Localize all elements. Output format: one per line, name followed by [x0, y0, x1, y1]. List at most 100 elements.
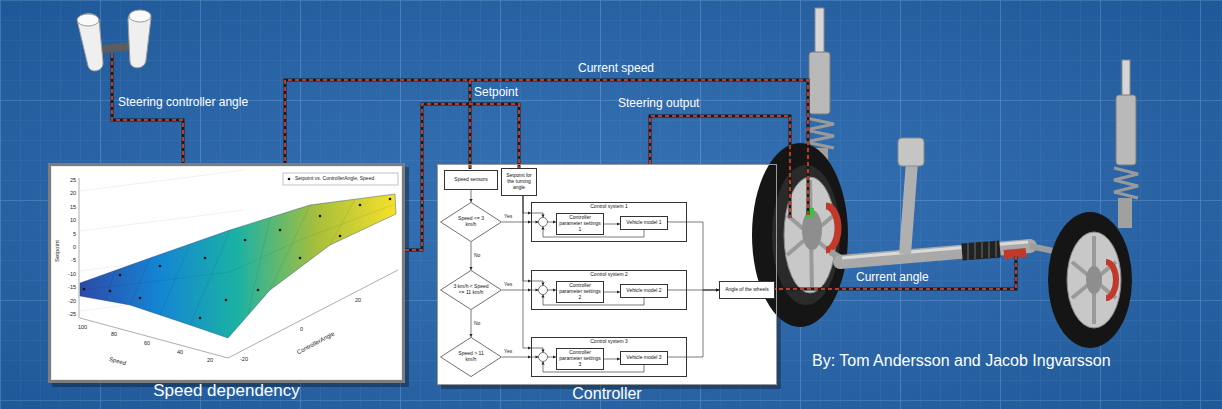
flow-arrow — [502, 288, 531, 291]
box-label: Speed sensors — [454, 177, 487, 183]
subsystem-box: Control system 1Controller parameter set… — [531, 202, 687, 242]
box-label: Setpoint for the turning angle — [504, 173, 534, 190]
flow-line — [523, 196, 531, 281]
data-points — [225, 299, 228, 302]
flow-arrow — [502, 220, 531, 223]
data-points — [109, 290, 112, 293]
process-box: Setpoint for the turning angle — [501, 168, 537, 196]
tick-label: 80 — [111, 331, 117, 337]
flow-line — [502, 290, 531, 291]
tick-label: -5 — [62, 257, 76, 263]
signal-line — [668, 222, 687, 223]
signal-line — [668, 290, 687, 291]
wire-label: Current speed — [578, 62, 654, 76]
wire-label: Steering controller angle — [118, 96, 248, 110]
decision-label: Speed > 11 km/h — [453, 351, 489, 363]
axis-title: Setpoint — [54, 240, 61, 262]
plot-legend-box — [288, 178, 291, 181]
surface-plot — [80, 194, 396, 338]
plot-panel: Speed dependency — [48, 163, 405, 383]
plot-panel-fill — [52, 167, 401, 379]
tick-label: -25 — [62, 311, 76, 317]
data-points — [83, 198, 392, 320]
data-points — [204, 257, 207, 260]
suspension-illustration — [1116, 95, 1136, 165]
steering-controller-illustration — [77, 14, 99, 26]
signal-wire — [285, 80, 808, 215]
surface-plot — [80, 204, 395, 290]
surface-plot — [80, 194, 396, 338]
diamond-outline — [441, 270, 502, 309]
process-box: Vehicle model 1 — [620, 216, 668, 230]
tick-label: 5 — [62, 231, 76, 237]
decision-label: 3 km/h < Speed <= 11 km/h — [453, 284, 489, 296]
suspension-illustration — [1048, 212, 1132, 348]
sum-junction — [539, 286, 548, 295]
flow-line — [502, 357, 531, 358]
steering-controller-illustration — [78, 14, 103, 71]
arrowhead — [541, 215, 544, 218]
flow-line — [502, 222, 531, 223]
tick-label: 20 — [207, 357, 213, 363]
flow-arrow — [502, 355, 531, 358]
flow-line — [471, 242, 472, 270]
box-label: Controller parameter settings 2 — [559, 283, 601, 300]
decision-diamond: 3 km/h < Speed <= 11 km/h — [440, 270, 502, 310]
process-box: Vehicle model 3 — [620, 351, 668, 365]
arrowhead — [469, 267, 472, 270]
surface-plot — [105, 199, 355, 325]
output-box: Angle of the wheels — [719, 281, 775, 299]
suspension-illustration — [840, 246, 1030, 262]
tick-label: 20 — [62, 190, 76, 196]
tick-label: -20 — [240, 356, 248, 362]
box-label: Vehicle model 1 — [626, 220, 661, 226]
controller-panel-fill — [437, 164, 777, 385]
arrowhead — [536, 355, 539, 358]
box-label: Vehicle model 2 — [626, 288, 661, 294]
suspension-illustration — [752, 143, 848, 327]
suspension-illustration — [787, 180, 834, 290]
signal-line — [531, 348, 545, 353]
flow-arrow — [604, 290, 620, 293]
arrowhead — [541, 350, 544, 353]
signal-line — [531, 281, 545, 286]
plot-panel-fill — [48, 163, 405, 383]
steering-controller-illustration — [128, 11, 151, 68]
data-points — [299, 257, 302, 260]
edge-label: No — [474, 321, 480, 327]
flow-line — [471, 310, 472, 337]
flow-arrow — [604, 222, 620, 225]
tick-label: 100 — [78, 324, 87, 330]
edge-label: Setpoint — [474, 86, 518, 100]
panel-caption: Speed dependency — [51, 381, 402, 401]
subsystem-title: Control system 3 — [532, 339, 686, 345]
box-label: Controller parameter settings 1 — [559, 215, 601, 232]
suspension-illustration — [898, 138, 924, 166]
tick-label: -20 — [62, 298, 76, 304]
edge-label: Yes — [504, 214, 512, 220]
flow-arrow — [523, 196, 531, 283]
flow-line — [687, 290, 719, 357]
decision-diamond: Speed > 11 km/h — [440, 337, 502, 377]
flow-arrow — [523, 196, 531, 215]
signal-line — [531, 281, 543, 286]
arrowhead — [541, 362, 544, 365]
diamond-outline — [441, 337, 502, 376]
signal-line — [548, 288, 557, 291]
legend-label: Setpoint vs. ControllerAngle, Speed — [295, 176, 374, 182]
suspension-illustration — [968, 241, 996, 260]
suspension-illustration — [815, 8, 824, 56]
data-points — [139, 297, 142, 300]
signal-line — [548, 355, 557, 358]
suspension-illustration — [842, 242, 1028, 258]
tick-label: 40 — [177, 349, 183, 355]
signal-line — [548, 220, 557, 223]
subsystem-title: Control system 2 — [532, 272, 686, 278]
box-label: Controller parameter settings 3 — [559, 350, 601, 367]
flow-arrow — [469, 310, 472, 337]
tick-label: 10 — [62, 217, 76, 223]
signal-line — [531, 288, 539, 291]
signal-wire — [112, 54, 1016, 289]
